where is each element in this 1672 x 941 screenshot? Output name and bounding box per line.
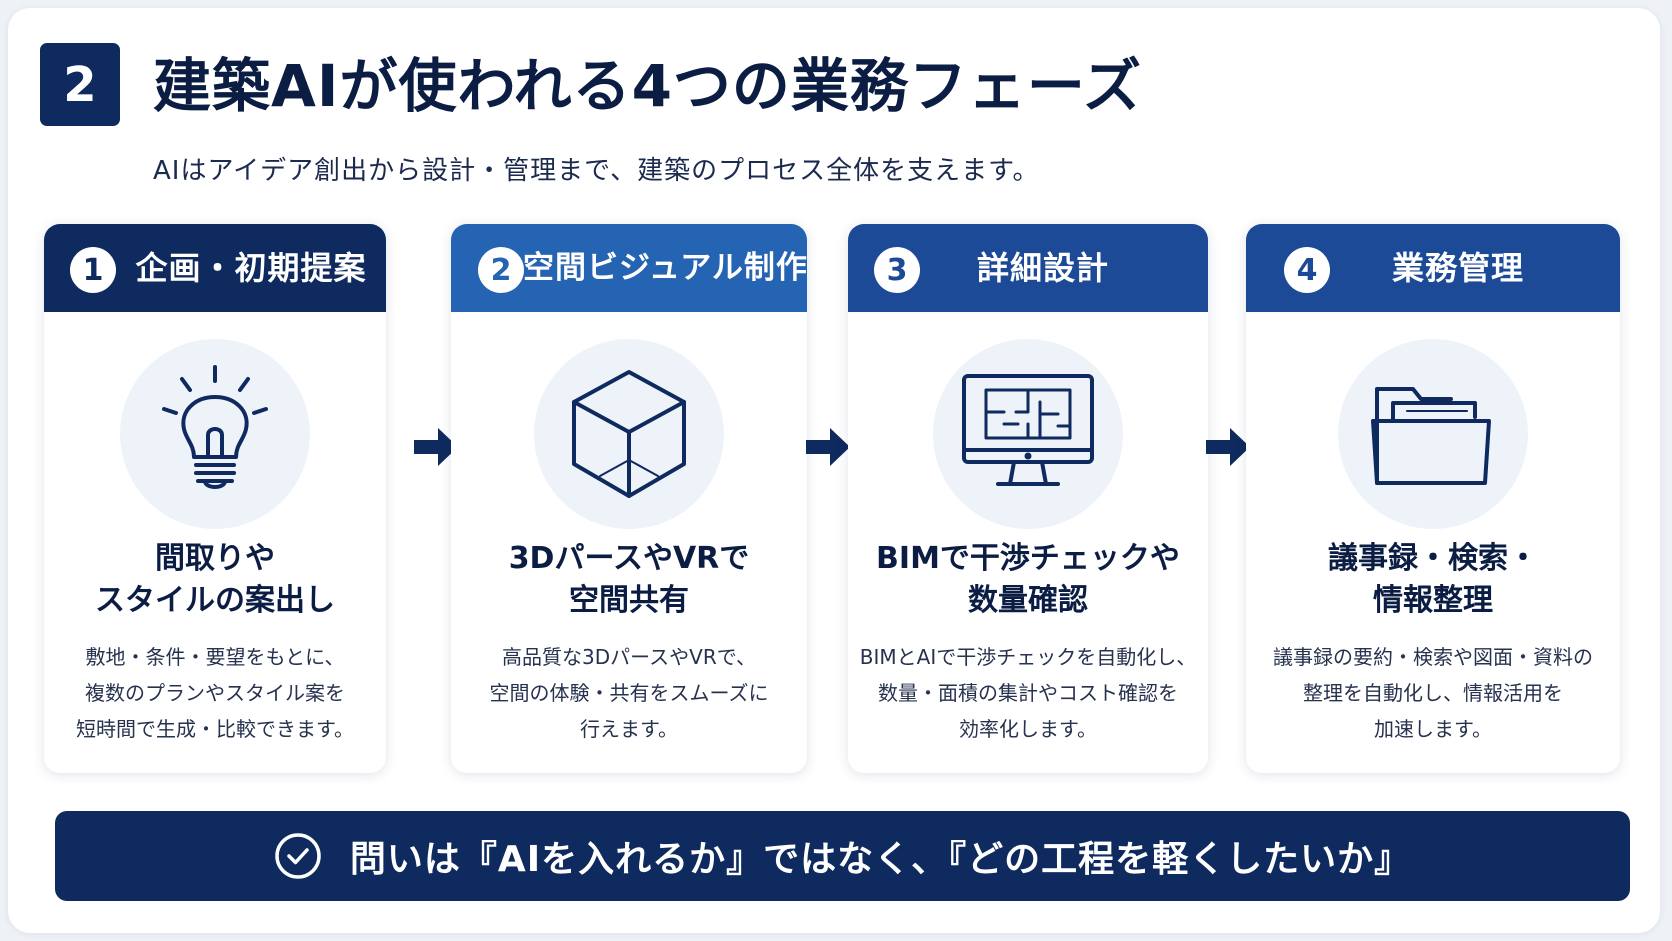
icon-background xyxy=(120,339,310,529)
phase-card-header: 4 業務管理 xyxy=(1246,224,1620,312)
phase-number: 1 xyxy=(70,247,116,293)
phase-heading: 議事録・検索・ 情報整理 xyxy=(1328,541,1538,618)
phase-heading: BIMで干渉チェックや 数量確認 xyxy=(876,541,1180,618)
phase-number: 2 xyxy=(478,247,524,293)
phase-card-2: 2 空間ビジュアル制作 3DパースやVRで 空間共有 高品質な3DパースやVRで… xyxy=(451,224,807,773)
phase-card-header: 1 企画・初期提案 xyxy=(44,224,386,312)
phase-card-4: 4 業務管理 議事録・検索・ 情報整理 議事録の要約・検索や図面・資料の 整理を… xyxy=(1246,224,1620,773)
phase-number: 3 xyxy=(874,247,920,293)
phase-title: 企画・初期提案 xyxy=(135,249,367,287)
folder-icon xyxy=(1371,387,1491,485)
phase-heading: 3DパースやVRで 空間共有 xyxy=(508,541,750,618)
phase-title: 詳細設計 xyxy=(976,249,1109,287)
phase-title: 空間ビジュアル制作 xyxy=(523,250,807,286)
phase-description: 敷地・条件・要望をもとに、 複数のプランやスタイル案を 短時間で生成・比較できま… xyxy=(76,645,354,741)
phase-description: 高品質な3DパースやVRで、 空間の体験・共有をスムーズに 行えます。 xyxy=(489,645,769,741)
phase-description: BIMとAIで干渉チェックを自動化し、 数量・面積の集計やコスト確認を 効率化し… xyxy=(859,645,1197,741)
phase-description: 議事録の要約・検索や図面・資料の 整理を自動化し、情報活用を 加速します。 xyxy=(1273,645,1593,741)
icon-background xyxy=(1338,339,1528,529)
phase-card-header: 3 詳細設計 xyxy=(848,224,1208,312)
phase-number: 4 xyxy=(1284,247,1330,293)
phase-card-3: 3 詳細設計 BIMで干渉チェックや 数量確認 B xyxy=(848,224,1208,773)
arrow-right-icon xyxy=(806,428,850,466)
page-title: 建築AIが使われる4つの業務フェーズ xyxy=(153,52,1143,120)
phase-card-1: 1 企画・初期提案 間取りや スタイルの案出し 敷地・条件・要望を xyxy=(44,224,386,773)
phase-title: 業務管理 xyxy=(1391,249,1524,287)
cube-icon xyxy=(572,370,686,498)
check-circle-icon xyxy=(275,833,321,879)
monitor-floorplan-icon xyxy=(962,374,1094,486)
slide: 2 建築AIが使われる4つの業務フェーズ AIはアイデア創出から設計・管理まで、… xyxy=(8,8,1660,933)
icon-background xyxy=(534,339,724,529)
key-message-bar: 問いは『AIを入れるか』ではなく、『どの工程を軽くしたいか』 xyxy=(55,811,1630,901)
icon-background xyxy=(933,339,1123,529)
key-message: 問いは『AIを入れるか』ではなく、『どの工程を軽くしたいか』 xyxy=(349,839,1412,880)
lightbulb-icon xyxy=(162,365,268,489)
phase-card-header: 2 空間ビジュアル制作 xyxy=(451,224,807,312)
page-subtitle: AIはアイデア創出から設計・管理まで、建築のプロセス全体を支えます。 xyxy=(153,156,1040,186)
arrow-right-icon xyxy=(1206,428,1250,466)
section-number-badge: 2 xyxy=(40,43,120,126)
arrow-right-icon xyxy=(414,428,458,466)
phase-heading: 間取りや スタイルの案出し xyxy=(95,541,335,618)
